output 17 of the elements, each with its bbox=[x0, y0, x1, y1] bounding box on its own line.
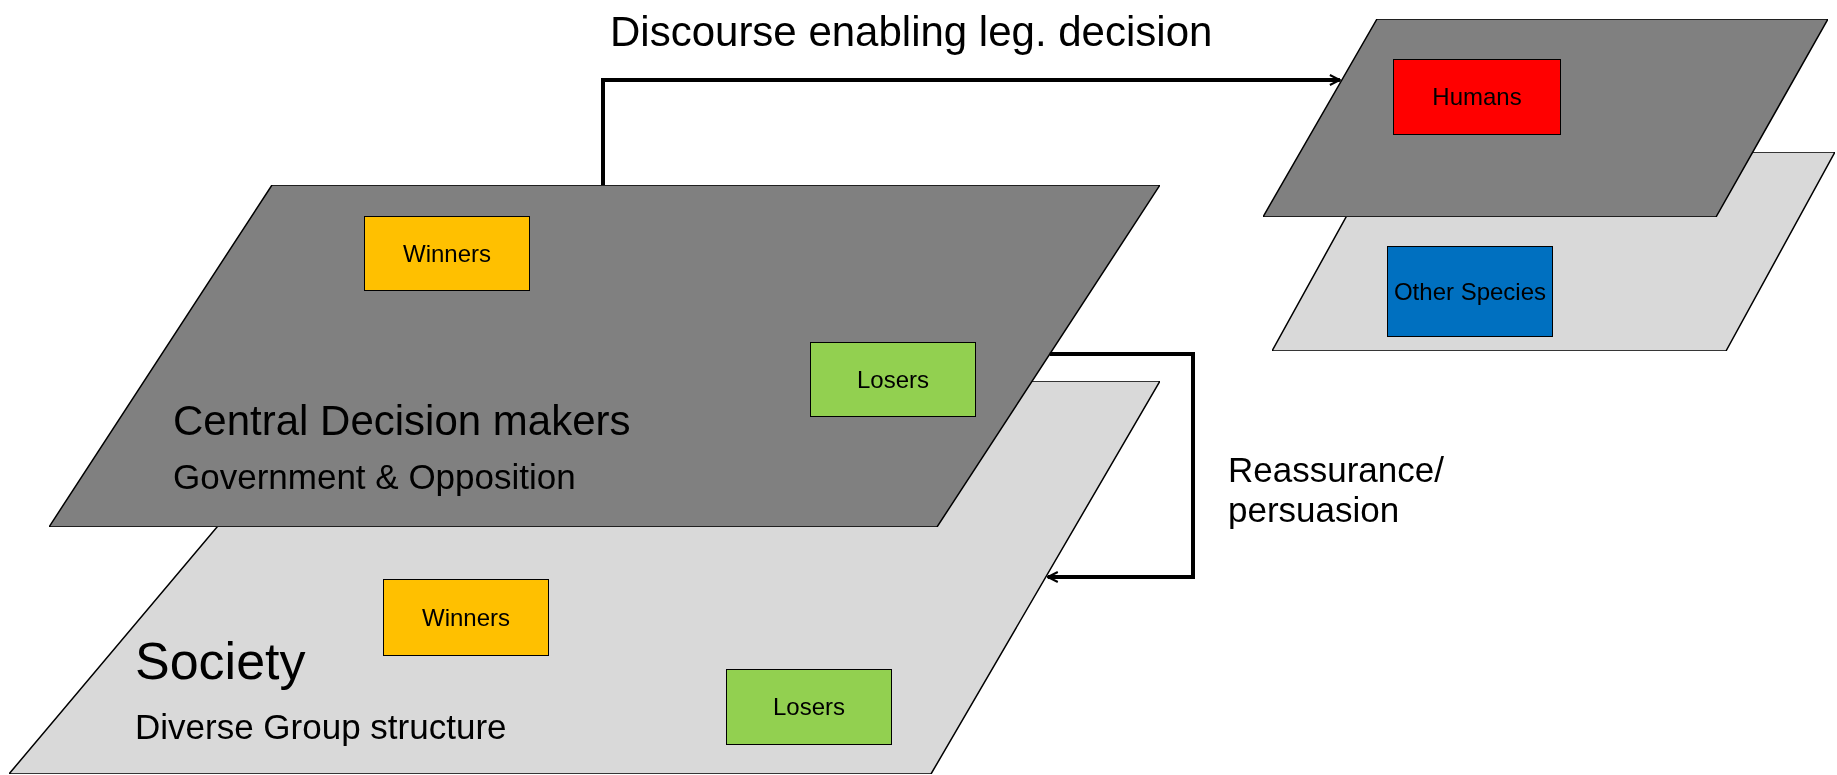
edge-label: Discourse enabling leg. decision bbox=[610, 8, 1214, 56]
edge-label: Reassurance/ persuasion bbox=[1228, 450, 1445, 530]
group-box: Winners bbox=[364, 216, 530, 291]
arrow bbox=[1046, 352, 1195, 583]
plane-title: Central Decision makers bbox=[173, 397, 631, 445]
plane bbox=[1263, 19, 1828, 217]
plane-subtitle: Diverse Group structure bbox=[135, 707, 507, 747]
group-box: Losers bbox=[726, 669, 892, 745]
group-box: Losers bbox=[810, 342, 976, 417]
plane bbox=[1272, 152, 1835, 351]
plane bbox=[49, 185, 1160, 527]
group-box: Winners bbox=[383, 579, 549, 656]
plane-title: Society bbox=[135, 631, 306, 691]
group-box: Humans bbox=[1393, 59, 1561, 135]
group-box: Other Species bbox=[1387, 246, 1553, 337]
arrow bbox=[601, 74, 1341, 185]
plane-subtitle: Government & Opposition bbox=[173, 457, 576, 497]
